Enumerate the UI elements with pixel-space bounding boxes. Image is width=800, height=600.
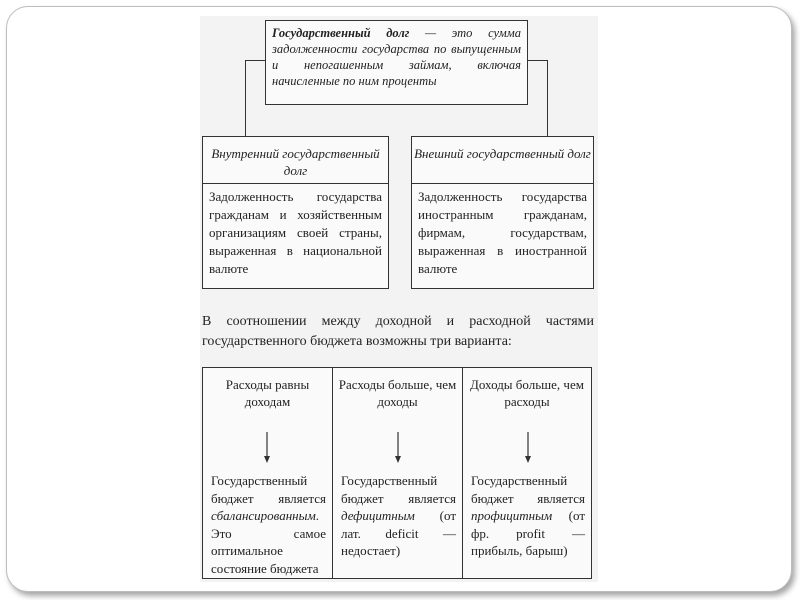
definition-text: — это сумма задолженности государства по… <box>272 26 521 88</box>
variant-condition: Расходы равны доходам <box>225 377 310 409</box>
internal-debt-title: Внутренний государственный долг <box>211 146 380 178</box>
budget-intro-text: В соотношении между доходной и расходной… <box>202 314 594 349</box>
variant-result: Государственный бюджет является профицит… <box>471 473 585 558</box>
variant-term: дефицитным <box>341 508 415 523</box>
definition-term: Государственный долг <box>272 26 410 40</box>
variant-column-deficit: Расходы больше, чем доходы Государственн… <box>332 368 462 578</box>
internal-debt-description-box: Задолженность государства гражданам и хо… <box>202 183 389 289</box>
variant-column-balanced: Расходы равны доходам Государственный бю… <box>203 368 332 578</box>
down-arrow-icon <box>264 432 270 463</box>
down-arrow-icon <box>395 432 401 463</box>
external-debt-title: Внешний государственный долг <box>414 146 591 161</box>
variant-column-surplus: Доходы больше, чем расходы Государственн… <box>462 368 591 578</box>
external-debt-description-box: Задолженность государства иностранным гр… <box>411 183 594 289</box>
variant-result: Государственный бюджет является дефицитн… <box>341 473 456 558</box>
connector-right-horizontal <box>527 60 548 62</box>
connector-left-vertical <box>245 60 247 137</box>
connector-left-horizontal <box>245 60 266 62</box>
variant-condition: Расходы больше, чем доходы <box>338 377 457 409</box>
internal-debt-title-box: Внутренний государственный долг <box>202 136 389 184</box>
variant-term: сбалансированным <box>211 508 316 523</box>
budget-variants-table: Расходы равны доходам Государственный бю… <box>202 367 592 579</box>
definition-box: Государственный долг — это сумма задолже… <box>265 20 528 105</box>
down-arrow-icon <box>525 432 531 463</box>
variant-result: Государственный бюджет является сбаланси… <box>211 473 326 576</box>
connector-right-vertical <box>547 60 549 137</box>
internal-debt-description: Задолженность государства гражданам и хо… <box>209 189 382 276</box>
variant-condition: Доходы больше, чем расходы <box>470 377 584 409</box>
external-debt-description: Задолженность государства иностранным гр… <box>418 189 587 276</box>
variant-term: профицитным <box>471 508 553 523</box>
external-debt-title-box: Внешний государственный долг <box>411 136 594 184</box>
